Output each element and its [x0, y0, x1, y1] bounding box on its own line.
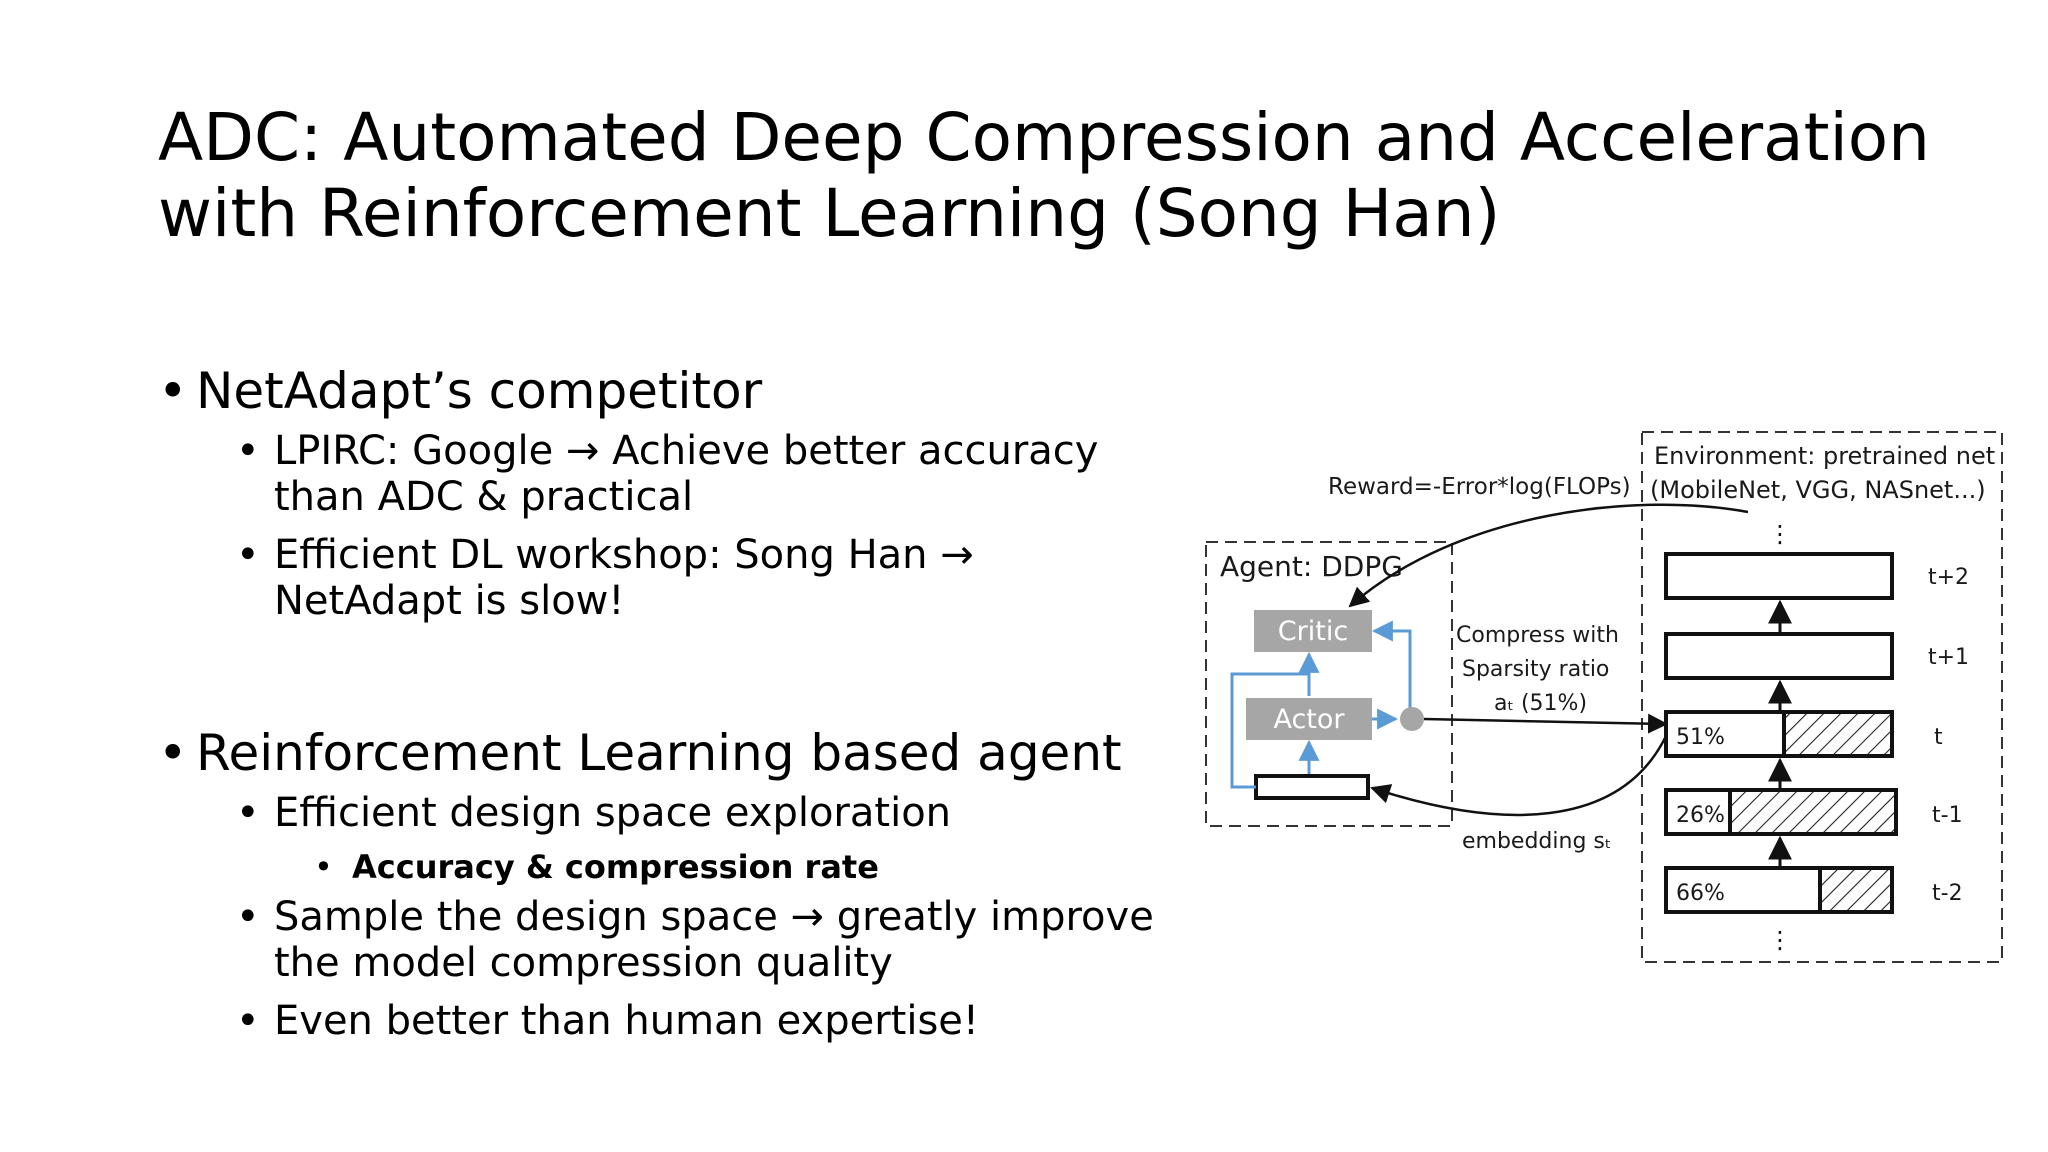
embedding-arrow — [1370, 735, 1668, 817]
bullet-1-text: NetAdapt’s competitor — [196, 362, 763, 420]
adc-diagram: Environment: pretrained net (MobileNet, … — [1200, 420, 2020, 980]
bullet-1-2-cont: NetAdapt is slow! — [274, 578, 625, 624]
actor-box — [1246, 698, 1372, 740]
compress-label-1: Compress with — [1456, 623, 1619, 648]
layer-t-minus-1-pruned-region — [1730, 792, 1894, 832]
bullet-2-3-text: Even better than human expertise! — [274, 998, 979, 1044]
bullet-1-1-text: LPIRC: Google → Achieve better accuracy — [274, 428, 1099, 474]
bullet-2-1-text: Efficient design space exploration — [274, 790, 952, 836]
bullet-1-1-cont: than ADC & practical — [274, 474, 694, 520]
bullet-1: • NetAdapt’s competitor — [158, 362, 763, 420]
ellipsis-bottom: ⋮ — [1768, 926, 1792, 954]
bullet-2-1-1-text: Accuracy & compression rate — [352, 848, 879, 886]
adc-diagram-svg: Environment: pretrained net (MobileNet, … — [1205, 431, 2003, 963]
reward-arrow — [1348, 503, 1749, 608]
bullet-2-2-cont: the model compression quality — [274, 940, 893, 986]
layer-stack: t+2 t+1 51% t 26% t-1 66% — [1664, 552, 1969, 914]
embedding-label: embedding sₜ — [1462, 829, 1611, 854]
env-label-1: Environment: pretrained net — [1654, 442, 1995, 470]
bullet-2-2: • Sample the design space → greatly impr… — [236, 894, 1154, 940]
compress-label-3: aₜ (51%) — [1494, 691, 1587, 716]
layer-time-t: t — [1934, 725, 1943, 750]
layer-time-t-minus-2: t-2 — [1932, 881, 1963, 906]
layer-t-plus-2 — [1664, 552, 1894, 600]
ellipsis-top: ⋮ — [1768, 520, 1792, 548]
layer-t-minus-2-pruned-region — [1820, 870, 1890, 910]
agent-box — [1205, 541, 1453, 827]
bullet-2-text: Reinforcement Learning based agent — [196, 724, 1122, 782]
title-line-1: ADC: Automated Deep Compression and Acce… — [158, 99, 1931, 176]
reward-label: Reward=-Error*log(FLOPs) — [1328, 474, 1631, 500]
bullet-2-2-text: Sample the design space → greatly improv… — [274, 894, 1154, 940]
layer-t-pruned-region — [1784, 714, 1890, 754]
bullet-1-1: • LPIRC: Google → Achieve better accurac… — [236, 428, 1099, 474]
actor-label: Actor — [1273, 704, 1345, 735]
bullet-2-1-1: • Accuracy & compression rate — [314, 848, 879, 886]
layer-time-t-plus-1: t+1 — [1928, 645, 1969, 670]
critic-label: Critic — [1278, 616, 1348, 647]
compress-label-2: Sparsity ratio — [1462, 657, 1609, 682]
environment-box — [1641, 431, 2003, 963]
env-label-2: (MobileNet, VGG, NASnet...) — [1650, 476, 1986, 504]
layer-t-percent: 51% — [1676, 725, 1725, 750]
title-line-2: with Reinforcement Learning (Song Han) — [158, 175, 1501, 252]
layer-time-t-plus-2: t+2 — [1928, 565, 1969, 590]
layer-t-minus-1-percent: 26% — [1676, 803, 1725, 828]
slide-title: ADC: Automated Deep Compression and Acce… — [158, 100, 1938, 252]
critic-box — [1254, 610, 1372, 652]
bullet-1-2: • Efficient DL workshop: Song Han → — [236, 532, 974, 578]
bullet-2: • Reinforcement Learning based agent — [158, 724, 1122, 782]
layer-t-minus-2-percent: 66% — [1676, 881, 1725, 906]
agent-label: Agent: DDPG — [1220, 550, 1403, 583]
bullet-2-1: • Efficient design space exploration — [236, 790, 952, 836]
state-embedding-box — [1254, 774, 1370, 800]
bullet-1-2-text: Efficient DL workshop: Song Han → — [274, 532, 974, 578]
layer-time-t-minus-1: t-1 — [1932, 803, 1963, 828]
layer-t-plus-1 — [1664, 632, 1894, 680]
bullet-2-3: • Even better than human expertise! — [236, 998, 979, 1044]
action-node — [1400, 707, 1424, 731]
